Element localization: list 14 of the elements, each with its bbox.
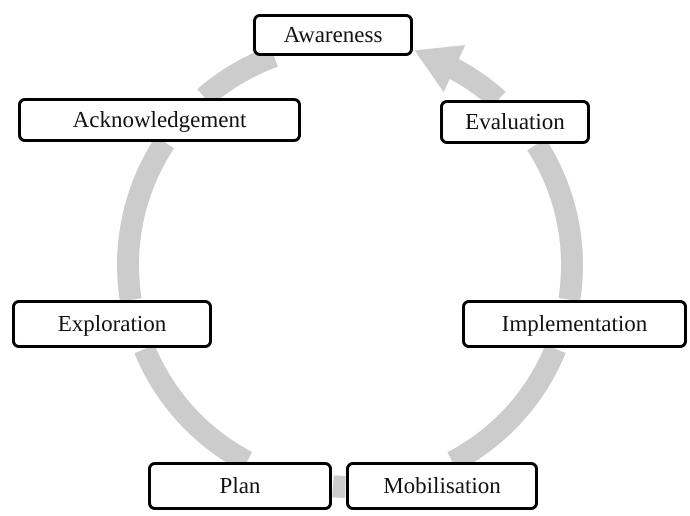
stage-box [18,98,301,142]
stage-box [253,14,413,56]
stage-box [440,100,590,144]
stage-label: Mobilisation [383,473,501,499]
stage-label: Acknowledgement [72,107,246,133]
stage-label: Evaluation [465,109,565,135]
stage-box [462,300,687,348]
stage-label: Plan [220,473,260,499]
stage-label: Exploration [58,311,166,337]
stage-label: Awareness [284,22,382,48]
stage-box [12,300,212,348]
stage-box [148,462,332,510]
stage-label: Implementation [502,311,648,337]
stage-box [346,462,538,510]
